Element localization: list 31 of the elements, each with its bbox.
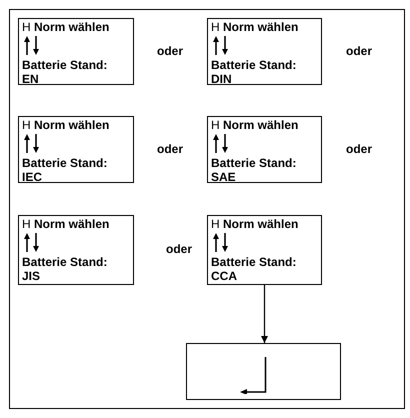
display-box: [207, 18, 322, 85]
field-label: Batterie Stand:: [211, 58, 296, 72]
or-label: oder: [346, 44, 372, 58]
display-box: [207, 116, 322, 183]
or-label: oder: [166, 242, 192, 256]
or-label: oder: [346, 142, 372, 156]
menu-title: H Norm wählen: [211, 20, 298, 34]
display-box: [207, 215, 322, 285]
menu-title: H Norm wählen: [211, 217, 298, 231]
field-label: Batterie Stand:: [22, 58, 108, 72]
or-label: oder: [157, 142, 184, 156]
menu-title: H Norm wählen: [22, 118, 110, 132]
arrow: [261, 285, 268, 343]
field-label: Batterie Stand:: [211, 156, 296, 170]
field-value: JIS: [22, 269, 40, 283]
menu-title: H Norm wählen: [22, 217, 110, 231]
field-value: IEC: [22, 170, 42, 184]
or-label: oder: [157, 44, 184, 58]
field-value: CCA: [211, 269, 237, 283]
field-value: SAE: [211, 170, 236, 184]
field-label: Batterie Stand:: [211, 255, 296, 269]
menu-title: H Norm wählen: [22, 20, 110, 34]
menu-title: H Norm wählen: [211, 118, 298, 132]
display-box: [18, 215, 134, 285]
display-box: [18, 18, 134, 85]
display-box: [18, 116, 134, 183]
field-value: DIN: [211, 72, 232, 86]
field-label: Batterie Stand:: [22, 156, 108, 170]
field-value: EN: [22, 72, 39, 86]
field-label: Batterie Stand:: [22, 255, 108, 269]
blank-display-box: [186, 343, 341, 400]
